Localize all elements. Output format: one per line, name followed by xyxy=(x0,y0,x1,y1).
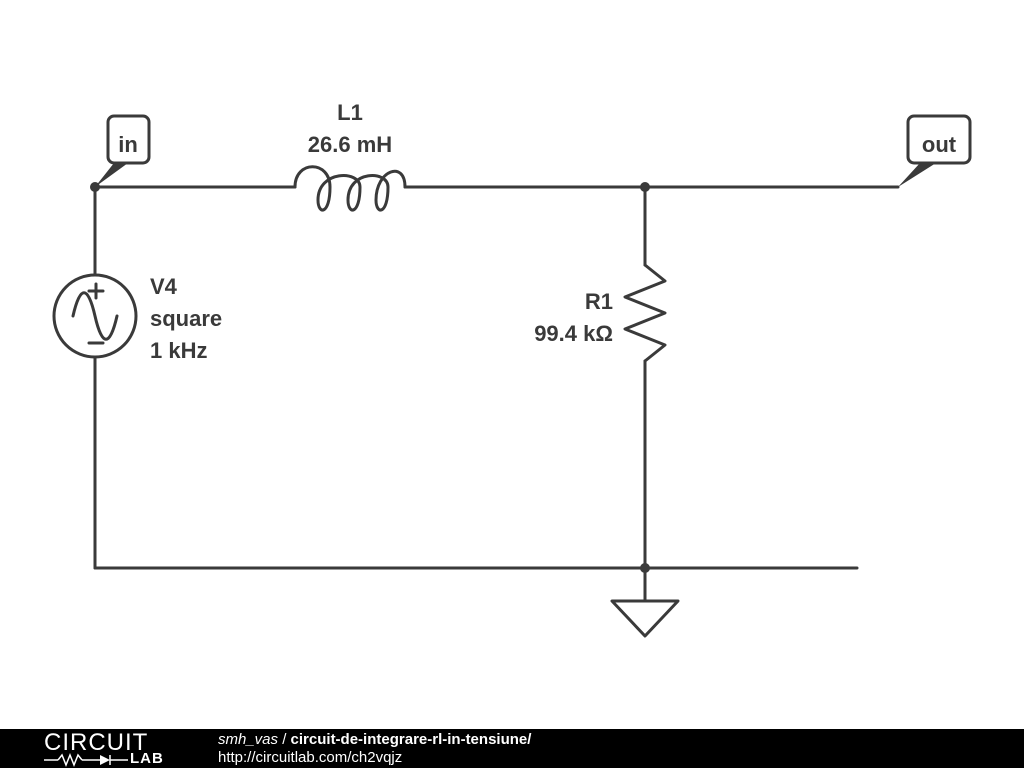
circuit-url-link[interactable]: http://circuitlab.com/ch2vqjz xyxy=(218,749,403,766)
resistor-diode-icon xyxy=(44,753,128,767)
circuit-slug-link[interactable]: circuit-de-integrare-rl-in-tensiune/ xyxy=(290,731,532,748)
source-frequency: 1 kHz xyxy=(150,338,207,363)
port-out-pointer xyxy=(898,163,936,187)
sine-icon xyxy=(71,291,119,341)
source-type: square xyxy=(150,306,222,331)
inductor-name: L1 xyxy=(337,100,363,125)
circuit-title-line: smh_vas / circuit-de-integrare-rl-in-ten… xyxy=(218,731,531,749)
port-in-box xyxy=(106,114,151,165)
port-out-label: out xyxy=(922,132,957,157)
path-separator: / xyxy=(278,731,291,748)
port-out-box xyxy=(906,114,972,165)
schematic-diagram: in out L1 26.6 mH R1 99.4 kΩ V4 square 1… xyxy=(52,100,972,638)
resistor-r1-symbol xyxy=(623,263,667,363)
logo-text-lab: LAB xyxy=(130,750,164,767)
footer-bar: CIRCUIT LAB smh_vas / circuit-de-integra… xyxy=(0,729,1024,768)
voltage-source-v4-symbol xyxy=(52,273,138,359)
junction-dot-top xyxy=(640,182,650,192)
circuit-info: smh_vas / circuit-de-integrare-rl-in-ten… xyxy=(218,731,531,767)
author-link[interactable]: smh_vas xyxy=(218,731,279,748)
junction-dot-in xyxy=(90,182,100,192)
inductor-value: 26.6 mH xyxy=(308,132,392,157)
junction-dot-bottom xyxy=(640,563,650,573)
logo-text-circuit: CIRCUIT xyxy=(44,729,149,756)
circuitlab-logo[interactable]: CIRCUIT LAB xyxy=(44,731,174,767)
ground-icon xyxy=(610,599,680,638)
inductor-l1-symbol xyxy=(293,165,407,212)
resistor-value: 99.4 kΩ xyxy=(534,321,613,346)
port-in-pointer xyxy=(95,163,128,187)
source-name: V4 xyxy=(150,274,178,299)
port-in-label: in xyxy=(118,132,138,157)
resistor-name: R1 xyxy=(585,289,613,314)
